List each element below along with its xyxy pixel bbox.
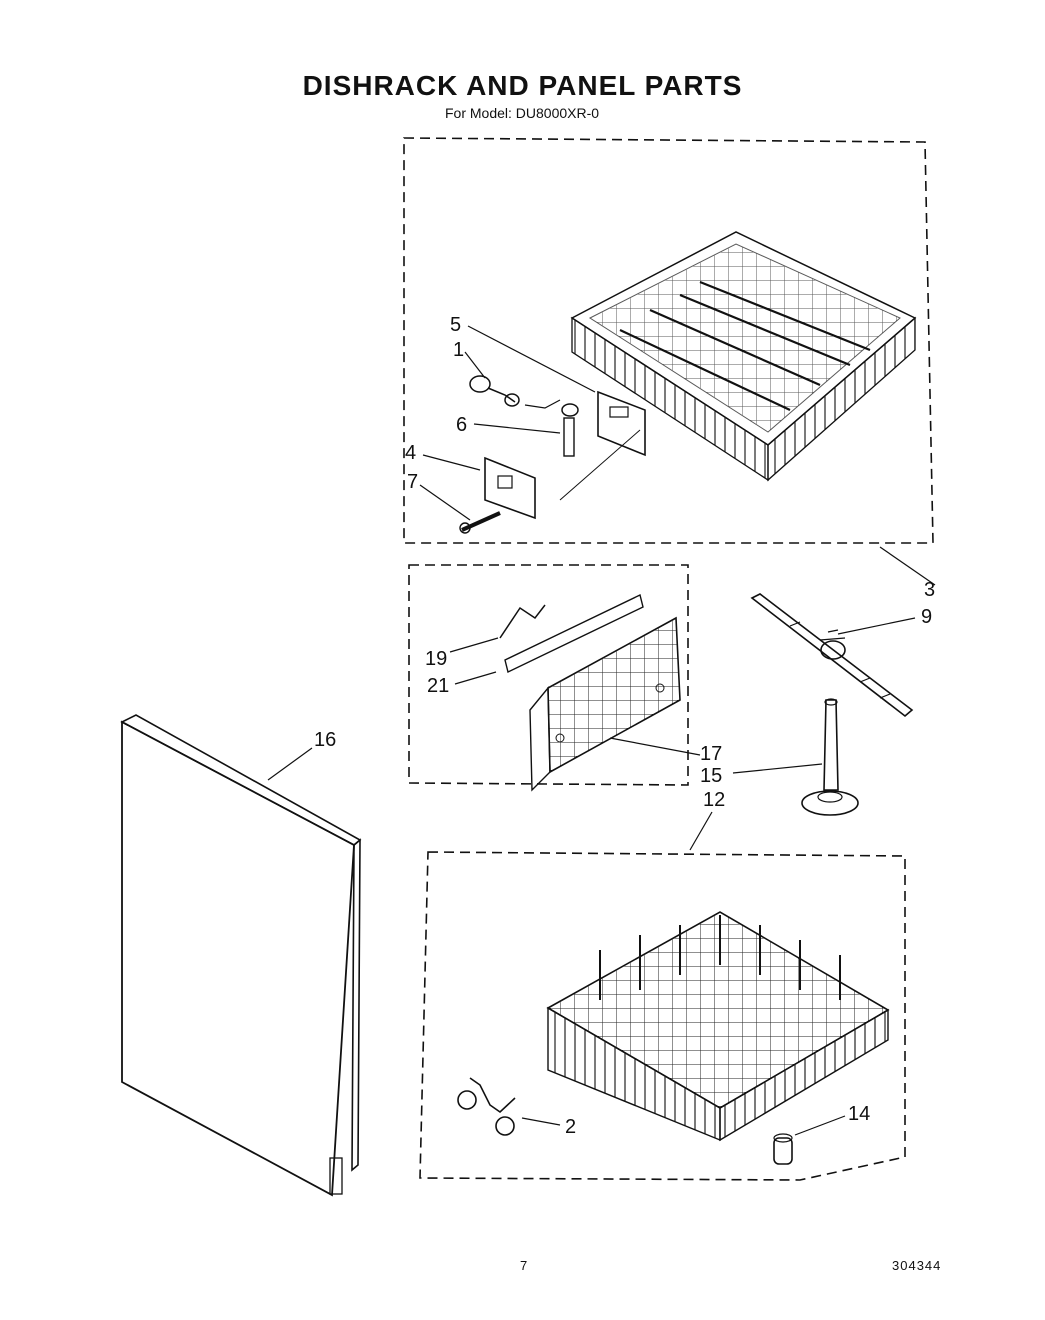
page-number: 7 [520,1258,528,1273]
callout-12: 12 [703,789,725,811]
rack-stop-bumper [773,1133,793,1165]
callout-9: 9 [921,606,932,628]
door-panel [120,714,362,1197]
callout-21: 21 [427,675,449,697]
callout-19: 19 [425,648,447,670]
callout-2: 2 [565,1116,576,1138]
callout-7: 7 [407,471,418,493]
callout-4: 4 [405,442,416,464]
spray-arm [750,593,914,718]
silverware-basket [499,593,681,792]
lower-rack-wheel [457,1077,516,1136]
callout-16: 16 [314,729,336,751]
leader-lines-upper [419,325,936,586]
spray-arm-support [801,698,859,816]
leader-lines-middle [449,637,701,756]
silverware-group-box [408,564,689,786]
model-subtitle: For Model: DU8000XR-0 [445,105,600,121]
callout-14: 14 [848,1103,870,1125]
document-code: 304344 [892,1258,942,1273]
callout-17: 17 [700,743,722,765]
callout-15: 15 [700,765,722,787]
lower-dishrack [546,911,890,1142]
upper-dishrack [570,231,917,482]
leader-lines-lower [521,1115,846,1136]
callout-5: 5 [450,314,461,336]
callout-3: 3 [924,579,935,601]
leader-line-door [267,747,313,781]
page-title: DISHRACK AND PANEL PARTS [302,70,743,101]
callout-6: 6 [456,414,467,436]
leader-lines-right [689,617,916,851]
callout-1: 1 [453,339,464,361]
rack-adjuster-assembly [459,375,646,534]
lower-rack-group-box [419,851,906,1181]
upper-rack-group-box [403,137,934,544]
